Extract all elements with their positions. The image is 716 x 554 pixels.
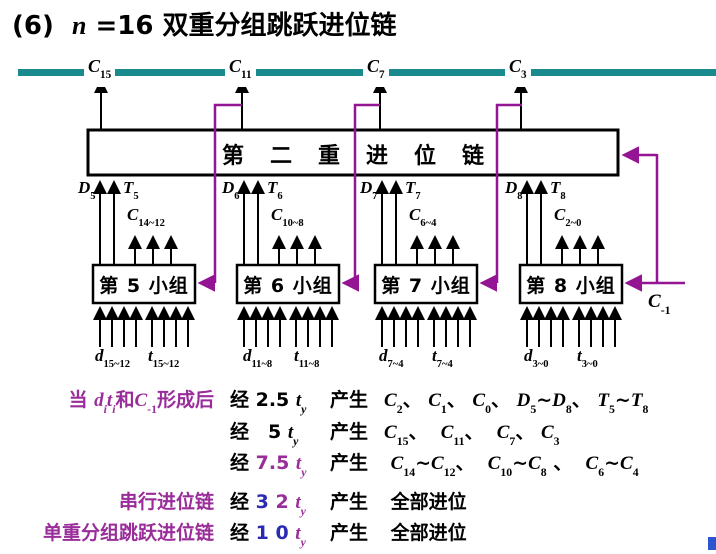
note-row2-result: C15、 C11、 C7、 C3 [384,421,560,448]
t15-12-label: t15~12 [148,346,180,370]
note-row4-serial-chain: 串行进位链 [118,491,214,513]
d15-12-label: d15~12 [95,346,131,370]
d8-label: D8 [505,178,523,202]
c-minus-1-label: C-1 [648,291,671,317]
group-carry-output-arrows [128,235,605,265]
dt-output-arrows [93,180,548,265]
group-8-box [518,263,624,305]
t5-label: T5 [123,178,139,202]
dt-input-arrows [93,306,622,347]
note-row3-produce: 产生 [330,452,369,474]
note-row5-produce: 产生 [330,522,369,544]
d11-8-label: d11~8 [243,346,273,370]
note-row2-produce: 产生 [330,421,369,443]
c10-8-label: C10~8 [271,205,304,229]
t7-label: T7 [405,178,421,202]
note-row2-time: 经 5 ty [230,421,299,448]
note-row4-time: 经 3 2 ty [230,491,306,518]
group-6-box [235,263,341,305]
carry-feedback-lines [197,103,685,292]
group-8-label: 第 8 小组 [526,275,616,297]
note-row1-condition: 当 diti和C-1形成后 [68,389,215,416]
t3-0-label: t3~0 [577,346,598,370]
note-row1-time: 经 2.5 ty [230,389,307,416]
group-7-label: 第 7 小组 [381,275,471,297]
d7-label: D7 [360,178,378,202]
t11-8-label: t11~8 [294,346,320,370]
note-row5-single-group-chain: 单重分组跳跃进位链 [42,522,214,544]
t8-label: T8 [550,178,566,202]
slide-title: (6) n =16 双重分组跳跃进位链 [12,11,397,41]
note-row4-produce: 产生 [330,491,369,513]
note-row3-result: C14~C12、 C10~C8 、 C6~C4 [390,452,639,479]
t6-label: T6 [267,178,283,202]
carry-label-c3: C3 [505,53,531,87]
note-row1-produce: 产生 [330,389,369,411]
group-boxes [91,263,624,305]
d3-0-label: d3~0 [524,346,549,370]
note-row5-time: 经 1 0 ty [230,522,306,549]
carry-label-c11: C11 [225,53,256,87]
group-6-label: 第 6 小组 [243,275,333,297]
note-row1-result: C2、 C1、 C0、 D5~D8、 T5~T8 [384,389,649,416]
second-level-chain-label: 第二重进位链 [221,144,510,169]
group-7-box [373,263,479,305]
d7-4-label: d7~4 [379,346,404,370]
slide-corner-marker [708,537,716,550]
d6-label: D6 [222,178,240,202]
top-carry-arrows [94,79,528,130]
t7-4-label: t7~4 [432,346,453,370]
d5-label: D5 [78,178,96,202]
note-row3-time: 经 7.5 ty [230,452,307,479]
group-5-label: 第 5 小组 [99,275,189,297]
carry-label-c7: C7 [363,53,389,87]
note-row5-result: 全部进位 [384,522,467,544]
c6-4-label: C6~4 [409,205,437,229]
group-5-box [91,263,197,305]
second-level-chain-box [86,128,620,177]
c2-0-label: C2~0 [554,205,582,229]
note-row4-result: 全部进位 [384,491,467,513]
c14-12-label: C14~12 [127,205,165,229]
carry-label-c15: C15 [84,53,116,87]
